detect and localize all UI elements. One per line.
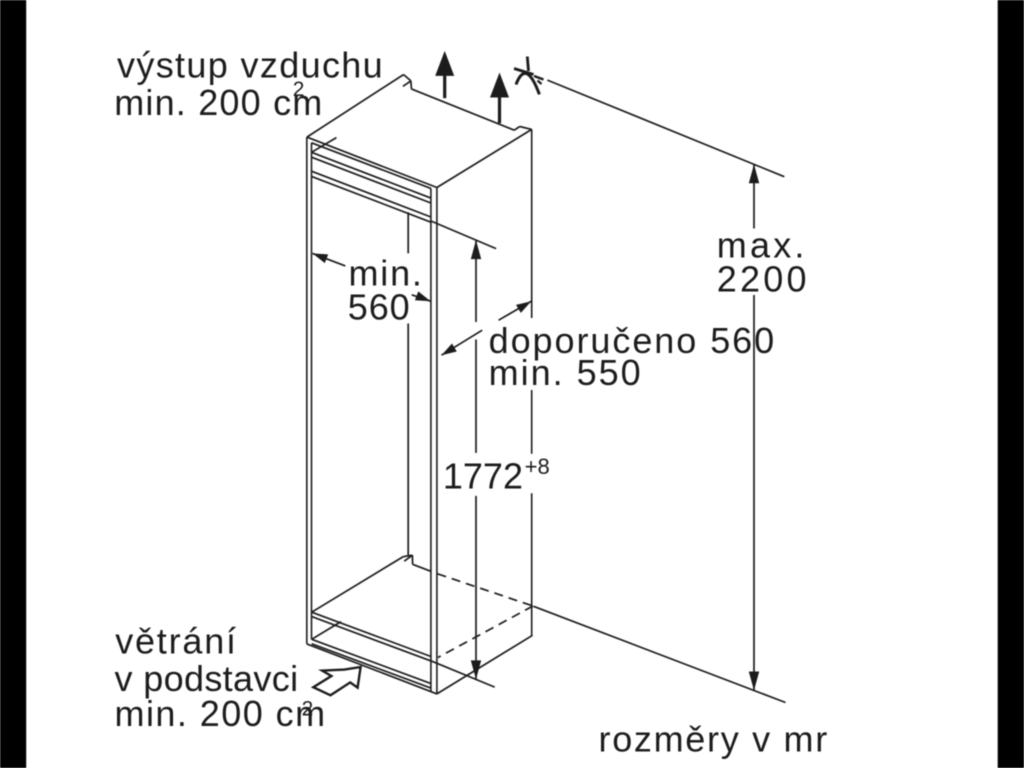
svg-text:větrání: větrání (115, 620, 238, 661)
svg-text:+8: +8 (525, 454, 550, 479)
svg-text:2: 2 (293, 78, 305, 101)
svg-text:v podstavci: v podstavci (115, 658, 299, 699)
svg-text:max.: max. (717, 225, 808, 266)
svg-text:min. 200 cm: min. 200 cm (115, 693, 327, 734)
svg-text:2200: 2200 (717, 259, 810, 300)
svg-text:560: 560 (348, 286, 411, 327)
svg-text:min.: min. (349, 252, 424, 293)
svg-text:rozměry v mr: rozměry v mr (599, 719, 829, 760)
svg-text:min. 550: min. 550 (489, 352, 643, 393)
svg-text:min. 200 cm: min. 200 cm (114, 82, 323, 123)
svg-text:výstup vzduchu: výstup vzduchu (117, 45, 384, 86)
svg-text:doporučeno 560: doporučeno 560 (489, 320, 777, 361)
svg-text:2: 2 (302, 698, 314, 721)
svg-text:1772: 1772 (443, 455, 523, 496)
